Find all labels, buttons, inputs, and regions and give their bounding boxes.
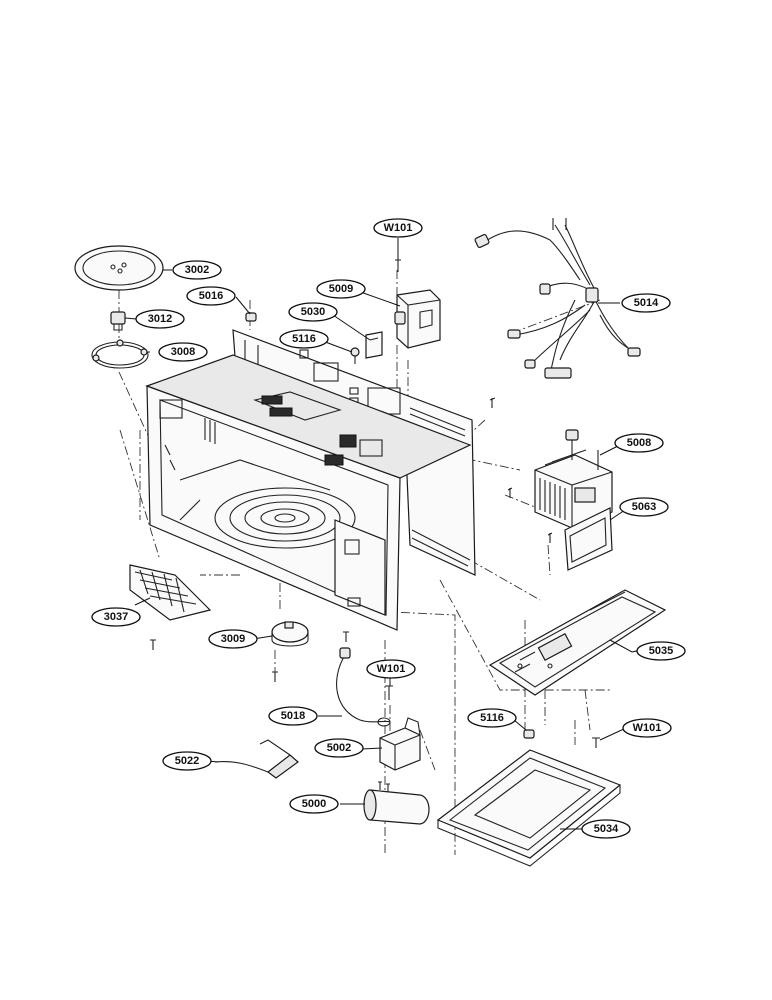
screw-w101-bottom: [592, 737, 600, 748]
callout-5002: 5002: [314, 738, 364, 758]
callout-3037: 3037: [91, 607, 141, 627]
callout-3002: 3002: [172, 260, 222, 280]
callout-3012: 3012: [135, 309, 185, 329]
callout-5022: 5022: [162, 751, 212, 771]
wire-harness: [474, 218, 641, 379]
part-number-label: W101: [377, 663, 406, 675]
part-number-label: 5008: [627, 437, 651, 449]
part-number-label: W101: [384, 222, 413, 234]
high-voltage-transformer: [534, 429, 613, 529]
part-5018-cord: [336, 647, 391, 727]
capacitor: [363, 781, 430, 825]
callout-oval: [268, 706, 318, 726]
callout-oval: [288, 302, 338, 322]
callout-5116: 5116: [279, 329, 329, 349]
part-5030-bracket: [365, 331, 383, 359]
part-number-label: 5018: [281, 710, 305, 722]
callout-5116: 5116: [467, 708, 517, 728]
part-5016-clip: [245, 312, 257, 322]
callout-oval: [186, 286, 236, 306]
oven-cavity: [145, 329, 513, 631]
callout-5035: 5035: [636, 641, 686, 661]
part-5063-plate: [547, 507, 613, 571]
part-number-label: 5016: [199, 290, 223, 302]
callout-oval: [621, 293, 671, 313]
callout-5018: 5018: [268, 706, 318, 726]
callout-oval: [91, 607, 141, 627]
turntable-motor: [271, 621, 349, 682]
part-number-label: 5022: [175, 755, 199, 767]
grille-cover: [129, 564, 212, 650]
callout-oval: [636, 641, 686, 661]
part-number-label: 5116: [480, 712, 504, 724]
magnetron-bracket: [394, 289, 441, 349]
callout-5030: 5030: [288, 302, 338, 322]
callout-5009: 5009: [316, 279, 366, 299]
callout-oval: [581, 819, 631, 839]
callout-5016: 5016: [186, 286, 236, 306]
part-number-label: 5014: [634, 297, 659, 309]
turntable-tray: [74, 245, 164, 291]
part-number-label: 3002: [185, 264, 209, 276]
callout-5063: 5063: [619, 497, 669, 517]
callout-5014: 5014: [621, 293, 671, 313]
callout-oval: [135, 309, 185, 329]
part-5116-screw-bottom: [523, 729, 535, 739]
callout-oval: [208, 629, 258, 649]
callout-oval: [289, 794, 339, 814]
callout-oval: [162, 751, 212, 771]
callout-oval: [622, 718, 672, 738]
screw-w101-mid: [385, 685, 393, 700]
callout-oval: [316, 279, 366, 299]
callout-oval: [279, 329, 329, 349]
callout-5034: 5034: [581, 819, 631, 839]
callout-oval: [619, 497, 669, 517]
callout-w101: W101: [366, 659, 416, 679]
part-number-label: 5063: [632, 501, 656, 513]
part-number-label: 5002: [327, 742, 351, 754]
callout-w101: W101: [373, 218, 423, 238]
roller-ring: [91, 339, 149, 369]
callout-w101: W101: [622, 718, 672, 738]
callout-oval: [373, 218, 423, 238]
part-number-label: 5000: [302, 798, 326, 810]
part-5002-bracket: [379, 717, 421, 771]
bottom-tray: [436, 749, 622, 867]
screw-w101-top: [395, 259, 401, 272]
callout-3008: 3008: [158, 342, 208, 362]
part-5116-screw-top: [350, 347, 360, 364]
part-5022-diode: [214, 739, 299, 779]
callout-oval: [366, 659, 416, 679]
part-number-label: 3012: [148, 313, 172, 325]
part-number-label: 3009: [221, 633, 245, 645]
part-callouts: 3002301230085016500950305116W10150145008…: [91, 218, 686, 839]
callout-3009: 3009: [208, 629, 258, 649]
callout-oval: [614, 433, 664, 453]
part-number-label: 5034: [594, 823, 619, 835]
part-number-label: 3008: [171, 346, 195, 358]
part-number-label: W101: [633, 722, 662, 734]
callout-oval: [172, 260, 222, 280]
part-number-label: 5116: [292, 333, 316, 345]
callout-oval: [158, 342, 208, 362]
part-number-label: 5009: [329, 283, 353, 295]
part-number-label: 3037: [104, 611, 128, 623]
part-number-label: 5035: [649, 645, 673, 657]
callout-oval: [314, 738, 364, 758]
callout-5008: 5008: [614, 433, 664, 453]
base-plate: [488, 589, 667, 696]
part-number-label: 5030: [301, 306, 325, 318]
turntable-coupler: [110, 311, 126, 331]
callout-5000: 5000: [289, 794, 339, 814]
callout-oval: [467, 708, 517, 728]
